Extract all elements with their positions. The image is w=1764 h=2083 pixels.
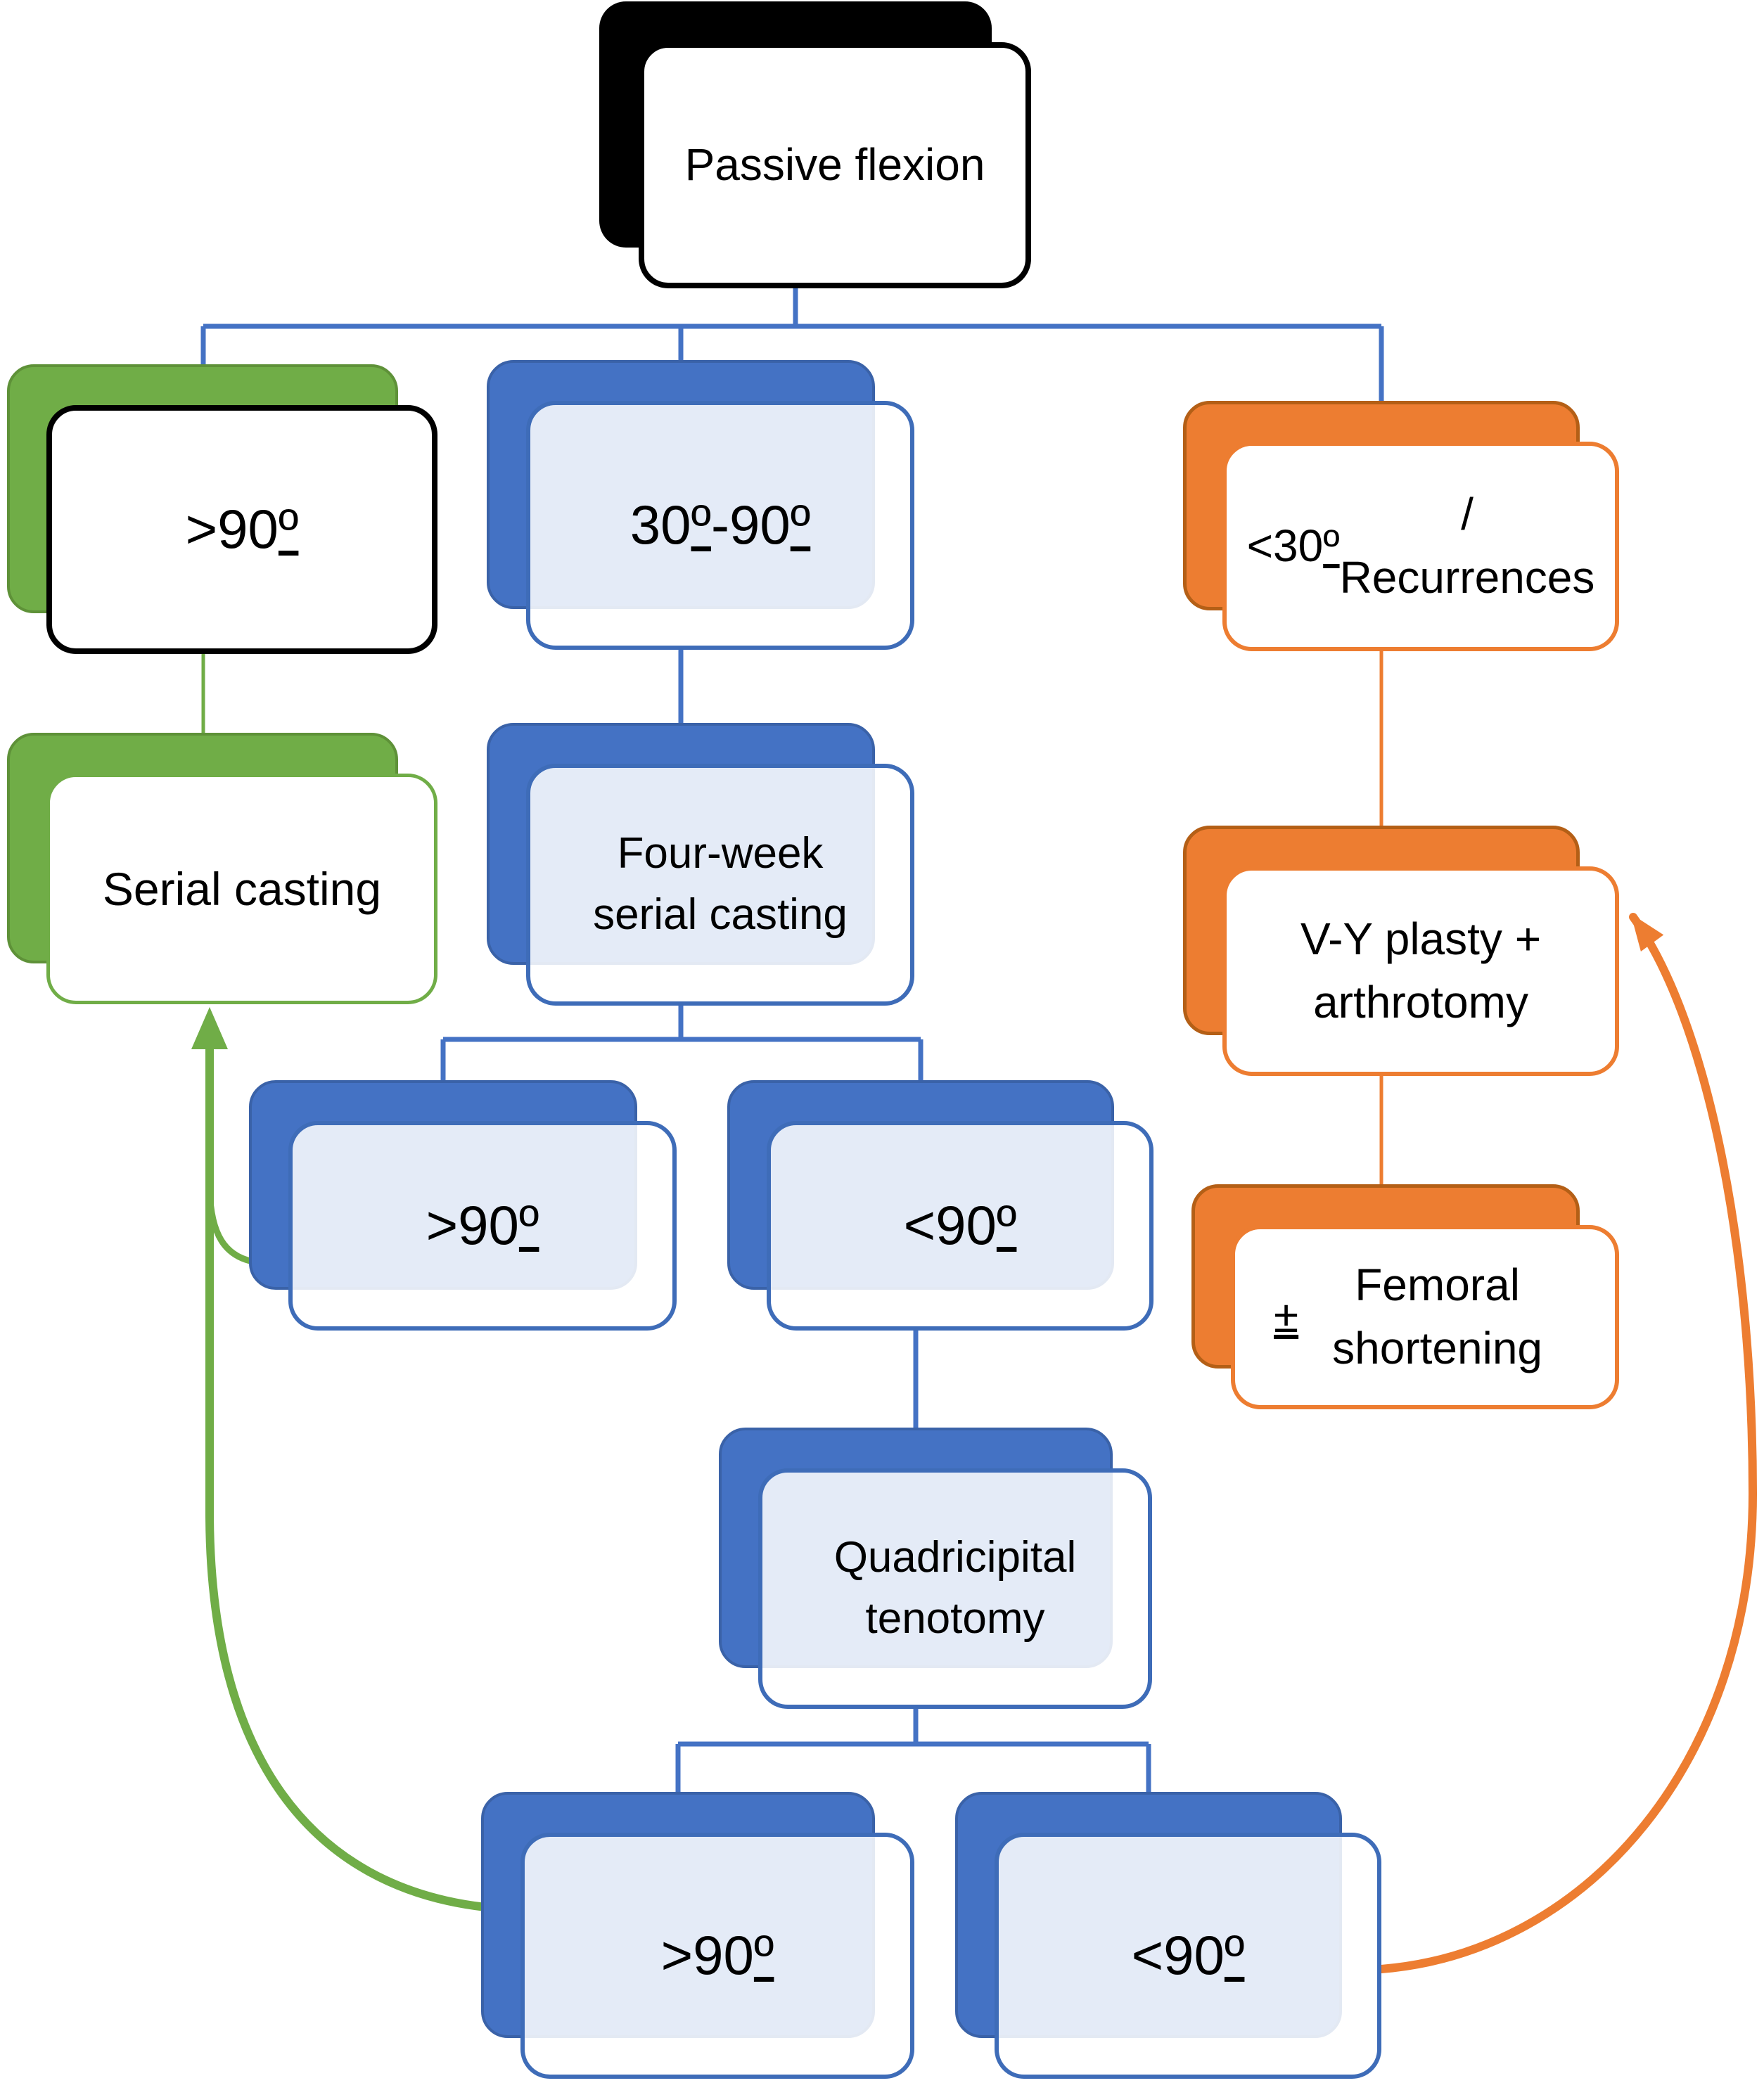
node-vy-plasty-arthrotomy: V-Y plasty + arthrotomy	[1222, 866, 1619, 1076]
green-return-arrow	[205, 1044, 490, 1911]
node-four-week-casting: Four-week serial casting	[526, 764, 914, 1006]
green-branch-from-gt90	[206, 1186, 257, 1265]
node-quadricipital-tenotomy: Quadricipital tenotomy	[758, 1468, 1152, 1709]
node-passive-flexion: Passive flexion	[639, 42, 1031, 288]
orange-return-arrow	[1377, 913, 1758, 1973]
node-femoral-shortening: ± Femoral shortening	[1231, 1225, 1619, 1409]
node-serial-casting: Serial casting	[46, 774, 437, 1004]
green-arrowhead-icon	[191, 1007, 228, 1049]
connector-quadricipital-split	[675, 1709, 1151, 1792]
connector-fourweek-split	[440, 1006, 923, 1080]
